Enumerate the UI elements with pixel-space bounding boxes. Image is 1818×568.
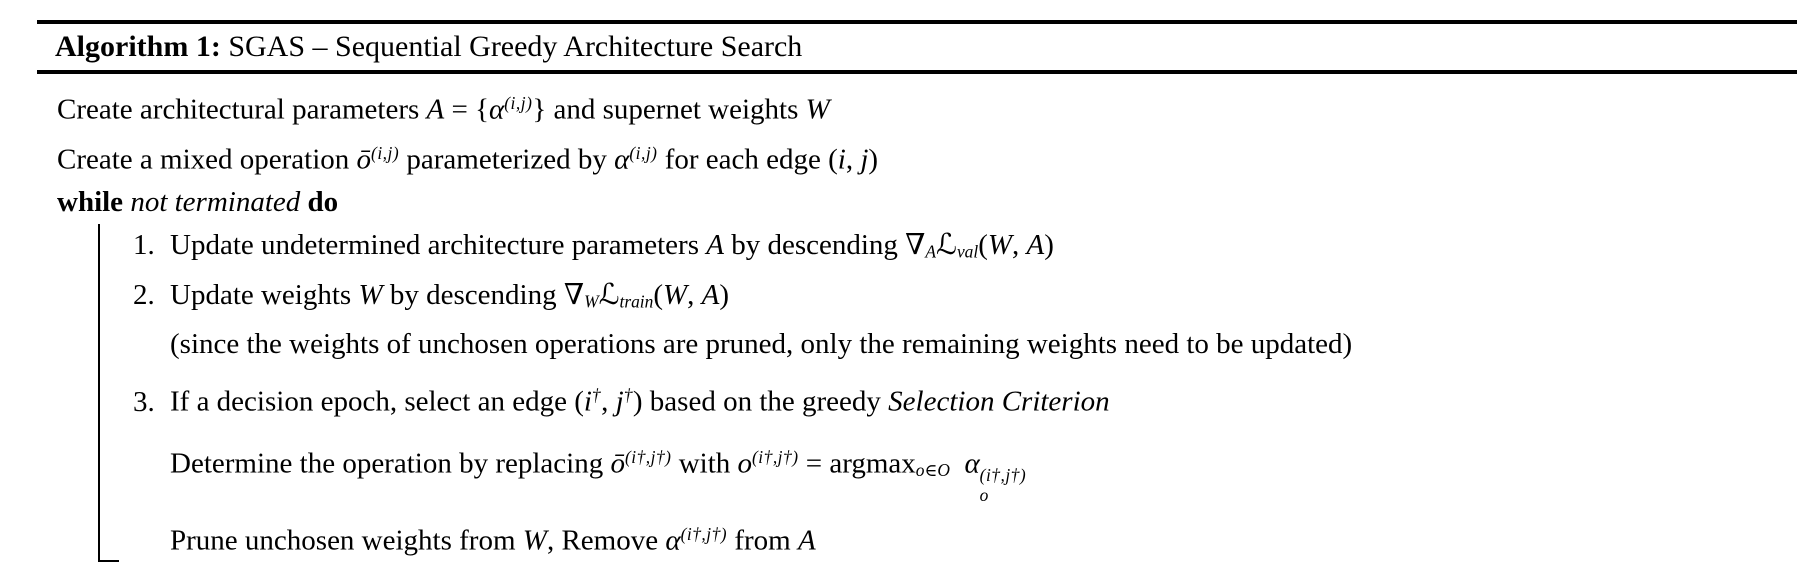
- top-rule: [37, 20, 1797, 24]
- algorithm-line: 1.Update undetermined architecture param…: [100, 224, 1818, 273]
- algorithm-body: Create architectural parameters A = {α(i…: [0, 74, 1818, 568]
- step-number: 3.: [133, 385, 155, 418]
- step-number: 1.: [133, 229, 155, 262]
- algorithm-line: (since the weights of unchosen operation…: [170, 328, 1353, 361]
- step-number: 2.: [133, 278, 155, 311]
- algorithm-line: while not terminated do: [57, 186, 339, 219]
- algorithm-line: 2.Update weights W by descending ∇Wℒtrai…: [100, 274, 1818, 323]
- algorithm-title: Algorithm 1: SGAS – Sequential Greedy Ar…: [0, 24, 1818, 70]
- algorithm-line: Determine the operation by replacing ō(i…: [170, 446, 1027, 505]
- algorithm-title-text: SGAS – Sequential Greedy Architecture Se…: [220, 30, 803, 63]
- math-supsub: (i†,j†)o: [979, 464, 1027, 505]
- algorithm-post-lines: Derive the final architecture based on c…: [57, 562, 1818, 568]
- title-rule: [37, 70, 1797, 74]
- algorithm-pre-lines: Create architectural parameters A = {α(i…: [57, 82, 1818, 224]
- algorithm-line: Prune unchosen weights from W, Remove α(…: [170, 523, 816, 557]
- algorithm-line: Create a mixed operation ō(i,j) paramete…: [57, 142, 879, 176]
- algorithm-line: Derive the final architecture based on c…: [57, 562, 1818, 568]
- while-loop-bracket: 1.Update undetermined architecture param…: [98, 224, 1818, 563]
- algorithm-title-label: Algorithm 1:: [55, 30, 221, 63]
- algorithm-loop-lines: 1.Update undetermined architecture param…: [100, 224, 1818, 562]
- algorithm-line: Create architectural parameters A = {α(i…: [57, 93, 830, 126]
- algorithm-line: 3.If a decision epoch, select an edge (i…: [100, 374, 1818, 424]
